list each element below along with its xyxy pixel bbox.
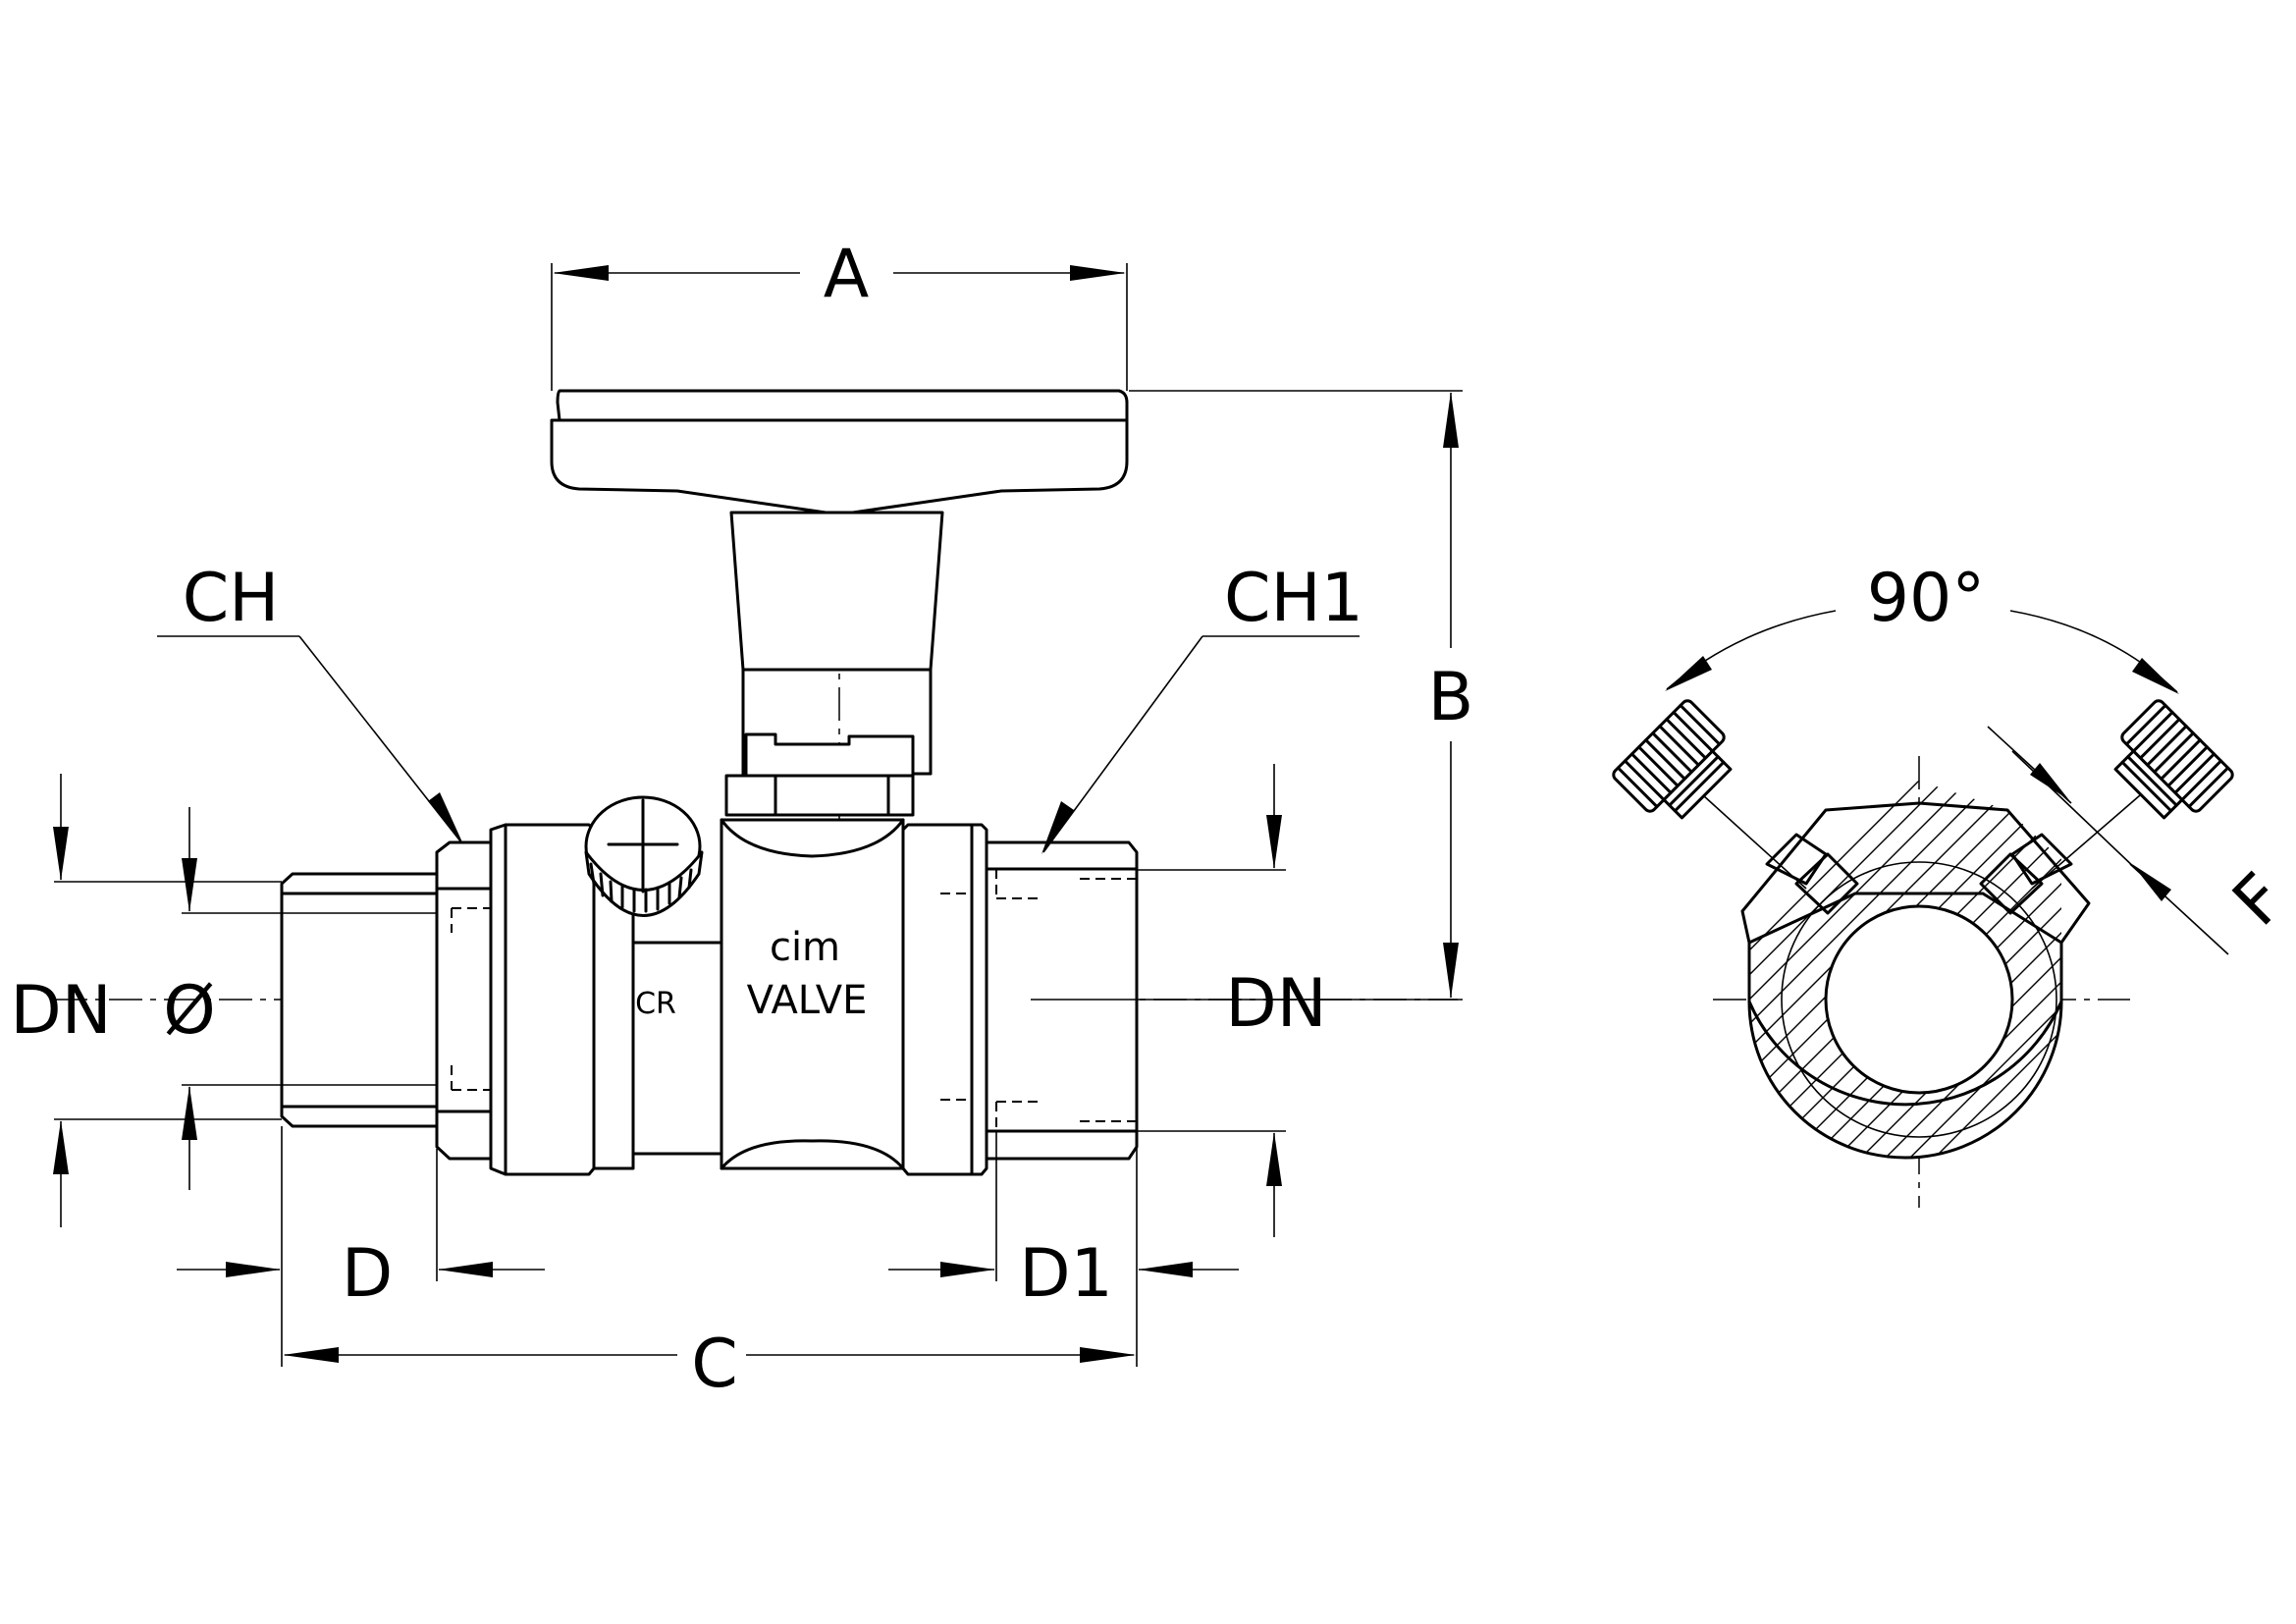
dimension-angle-label: 90°: [1867, 560, 1986, 637]
logo-model: VALVE: [747, 978, 868, 1023]
leader-ch1: [1041, 635, 1360, 854]
dimension-dn-right: [1137, 764, 1286, 1237]
drain-plug-right: [2113, 699, 2234, 820]
leader-ch: [157, 635, 463, 844]
dimension-diameter: [182, 807, 437, 1190]
dimension-a: [551, 263, 1128, 391]
dimension-d: [177, 1149, 545, 1281]
dimension-f-label: F: [2218, 859, 2296, 942]
dimension-dn-left: [53, 774, 282, 1227]
dimension-f: [1987, 726, 2229, 955]
dimension-c: [281, 1126, 1138, 1367]
dimension-c-label: C: [691, 1326, 737, 1403]
dimension-angle: [1665, 610, 2179, 694]
logo-mark: CR: [635, 987, 676, 1021]
valve-body: [280, 795, 1139, 1176]
dimension-diameter-label: Ø: [163, 972, 216, 1050]
end-view: [1740, 781, 2091, 1160]
dimension-d-label: D: [342, 1235, 393, 1313]
leader-ch-label: CH: [183, 560, 280, 637]
dimension-b: [1031, 390, 1463, 1001]
knurled-cap: [589, 862, 693, 913]
drain-plug-left: [1612, 699, 1733, 820]
logo-brand: cim: [770, 925, 840, 970]
dimension-b-label: B: [1428, 659, 1474, 736]
dimension-a-label: A: [824, 236, 870, 313]
leader-ch1-label: CH1: [1224, 560, 1363, 637]
plug-axis-lines: [1702, 794, 2141, 890]
dimension-dn-left-label: DN: [10, 972, 111, 1050]
dimension-d1-label: D1: [1019, 1235, 1113, 1313]
dimension-d1: [888, 1131, 1239, 1281]
t-handle: [550, 389, 1129, 817]
dimension-dn-right-label: DN: [1225, 965, 1326, 1043]
